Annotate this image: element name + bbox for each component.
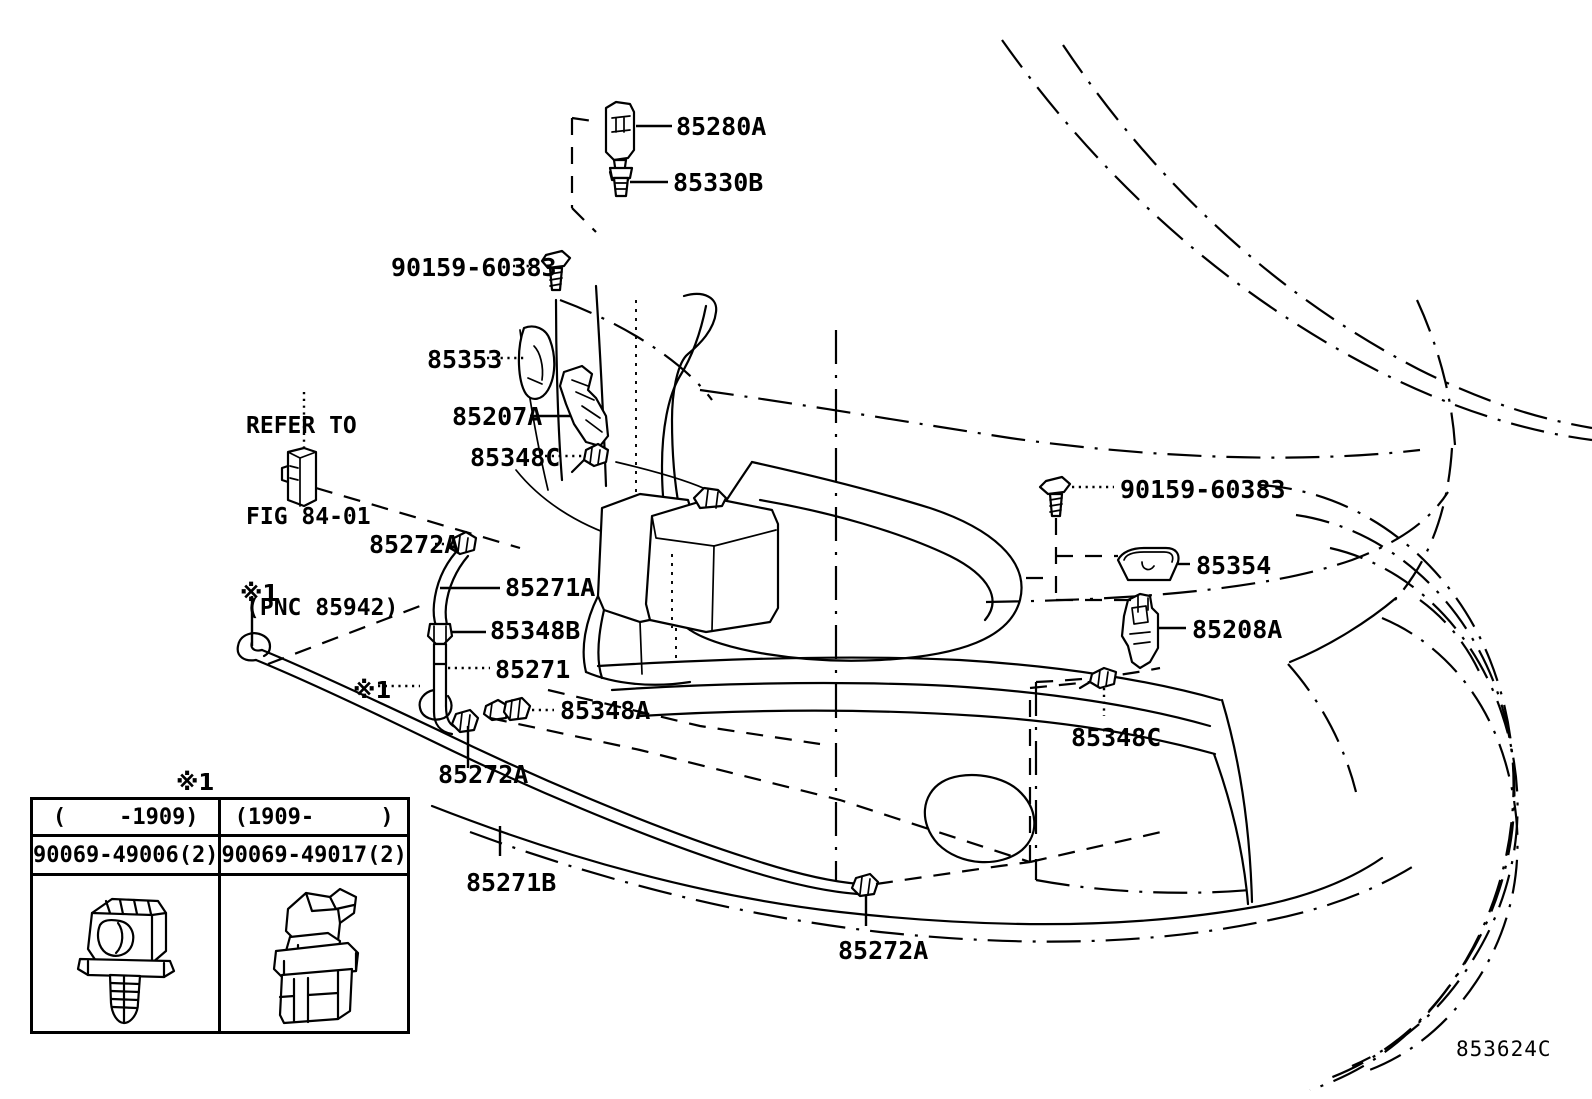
nozzle-cluster-right	[1078, 546, 1180, 690]
refer-to-line3: (PNC 85942)	[246, 594, 399, 621]
callout-clamp-top: 85272A	[369, 530, 460, 559]
clip-part-no-late: 90069-49017(2)	[218, 834, 410, 876]
callout-clamp-bottom: 85272A	[838, 936, 929, 965]
table-row-part-number: 90069-49006(2) 90069-49017(2)	[29, 834, 410, 876]
clip-range-early: ( -1909)	[29, 797, 222, 837]
callout-nozzle-assy-lh: 85207A	[452, 402, 543, 431]
nozzle-cluster-left	[517, 325, 610, 474]
callout-joint-c-rh: 85348C	[1071, 723, 1162, 752]
callout-screw-right: 90159-60383	[1120, 475, 1286, 504]
callout-hose-a: 85271A	[505, 573, 596, 602]
callout-joint-c-lh: 85348C	[470, 443, 561, 472]
callout-motor-grommet: 85330B	[673, 168, 764, 197]
clip-bracket-type-icon	[273, 887, 360, 1024]
callout-nozzle-cover-rh: 85354	[1196, 551, 1272, 580]
clip-range-late: (1909- )	[218, 797, 410, 837]
clip-variant-table: ( -1909) (1909- ) 90069-49006(2) 90069-4…	[29, 797, 410, 1034]
callout-hose-b: 85271B	[466, 868, 557, 897]
callout-clamp-mid: 85272A	[438, 760, 529, 789]
callout-nozzle-assy-rh: 85208A	[1192, 615, 1283, 644]
leader-lines	[250, 124, 1190, 926]
callout-joint-a: 85348A	[560, 696, 651, 725]
table-row-date-range: ( -1909) (1909- )	[29, 797, 410, 837]
refer-to-note: REFER TO FIG 84-01 (PNC 85942)	[246, 350, 398, 654]
clip-table-reference-mark: ※1	[176, 770, 215, 796]
callout-nozzle-cover-lh: 85353	[427, 345, 503, 374]
refer-to-line2: FIG 84-01	[246, 503, 371, 530]
clip-part-no-early: 90069-49006(2)	[29, 834, 222, 876]
washer-tank	[582, 486, 780, 686]
screw-left	[540, 249, 572, 292]
assembly-dash-lines	[267, 116, 1171, 886]
clip-pin-type-icon	[76, 897, 175, 1024]
screw-right	[1038, 475, 1072, 518]
callout-hose-main: 85271	[495, 655, 571, 684]
reference-mark-hose-loop-left: ※1	[240, 581, 279, 607]
callout-screw-left: 90159-60383	[391, 253, 557, 282]
callout-joint-b: 85348B	[490, 616, 581, 645]
table-row-illustration	[29, 873, 410, 1034]
figure-id: 853624C	[1456, 1037, 1552, 1061]
refer-to-line1: REFER TO	[246, 412, 357, 439]
clip-icon-cell-late	[218, 873, 410, 1034]
clip-icon-cell-early	[29, 873, 222, 1034]
washer-motor-group	[604, 100, 636, 198]
reference-mark-hose-loop-mid: ※1	[353, 678, 392, 704]
callout-washer-motor: 85280A	[676, 112, 767, 141]
vehicle-body-outline	[430, 39, 1592, 1092]
